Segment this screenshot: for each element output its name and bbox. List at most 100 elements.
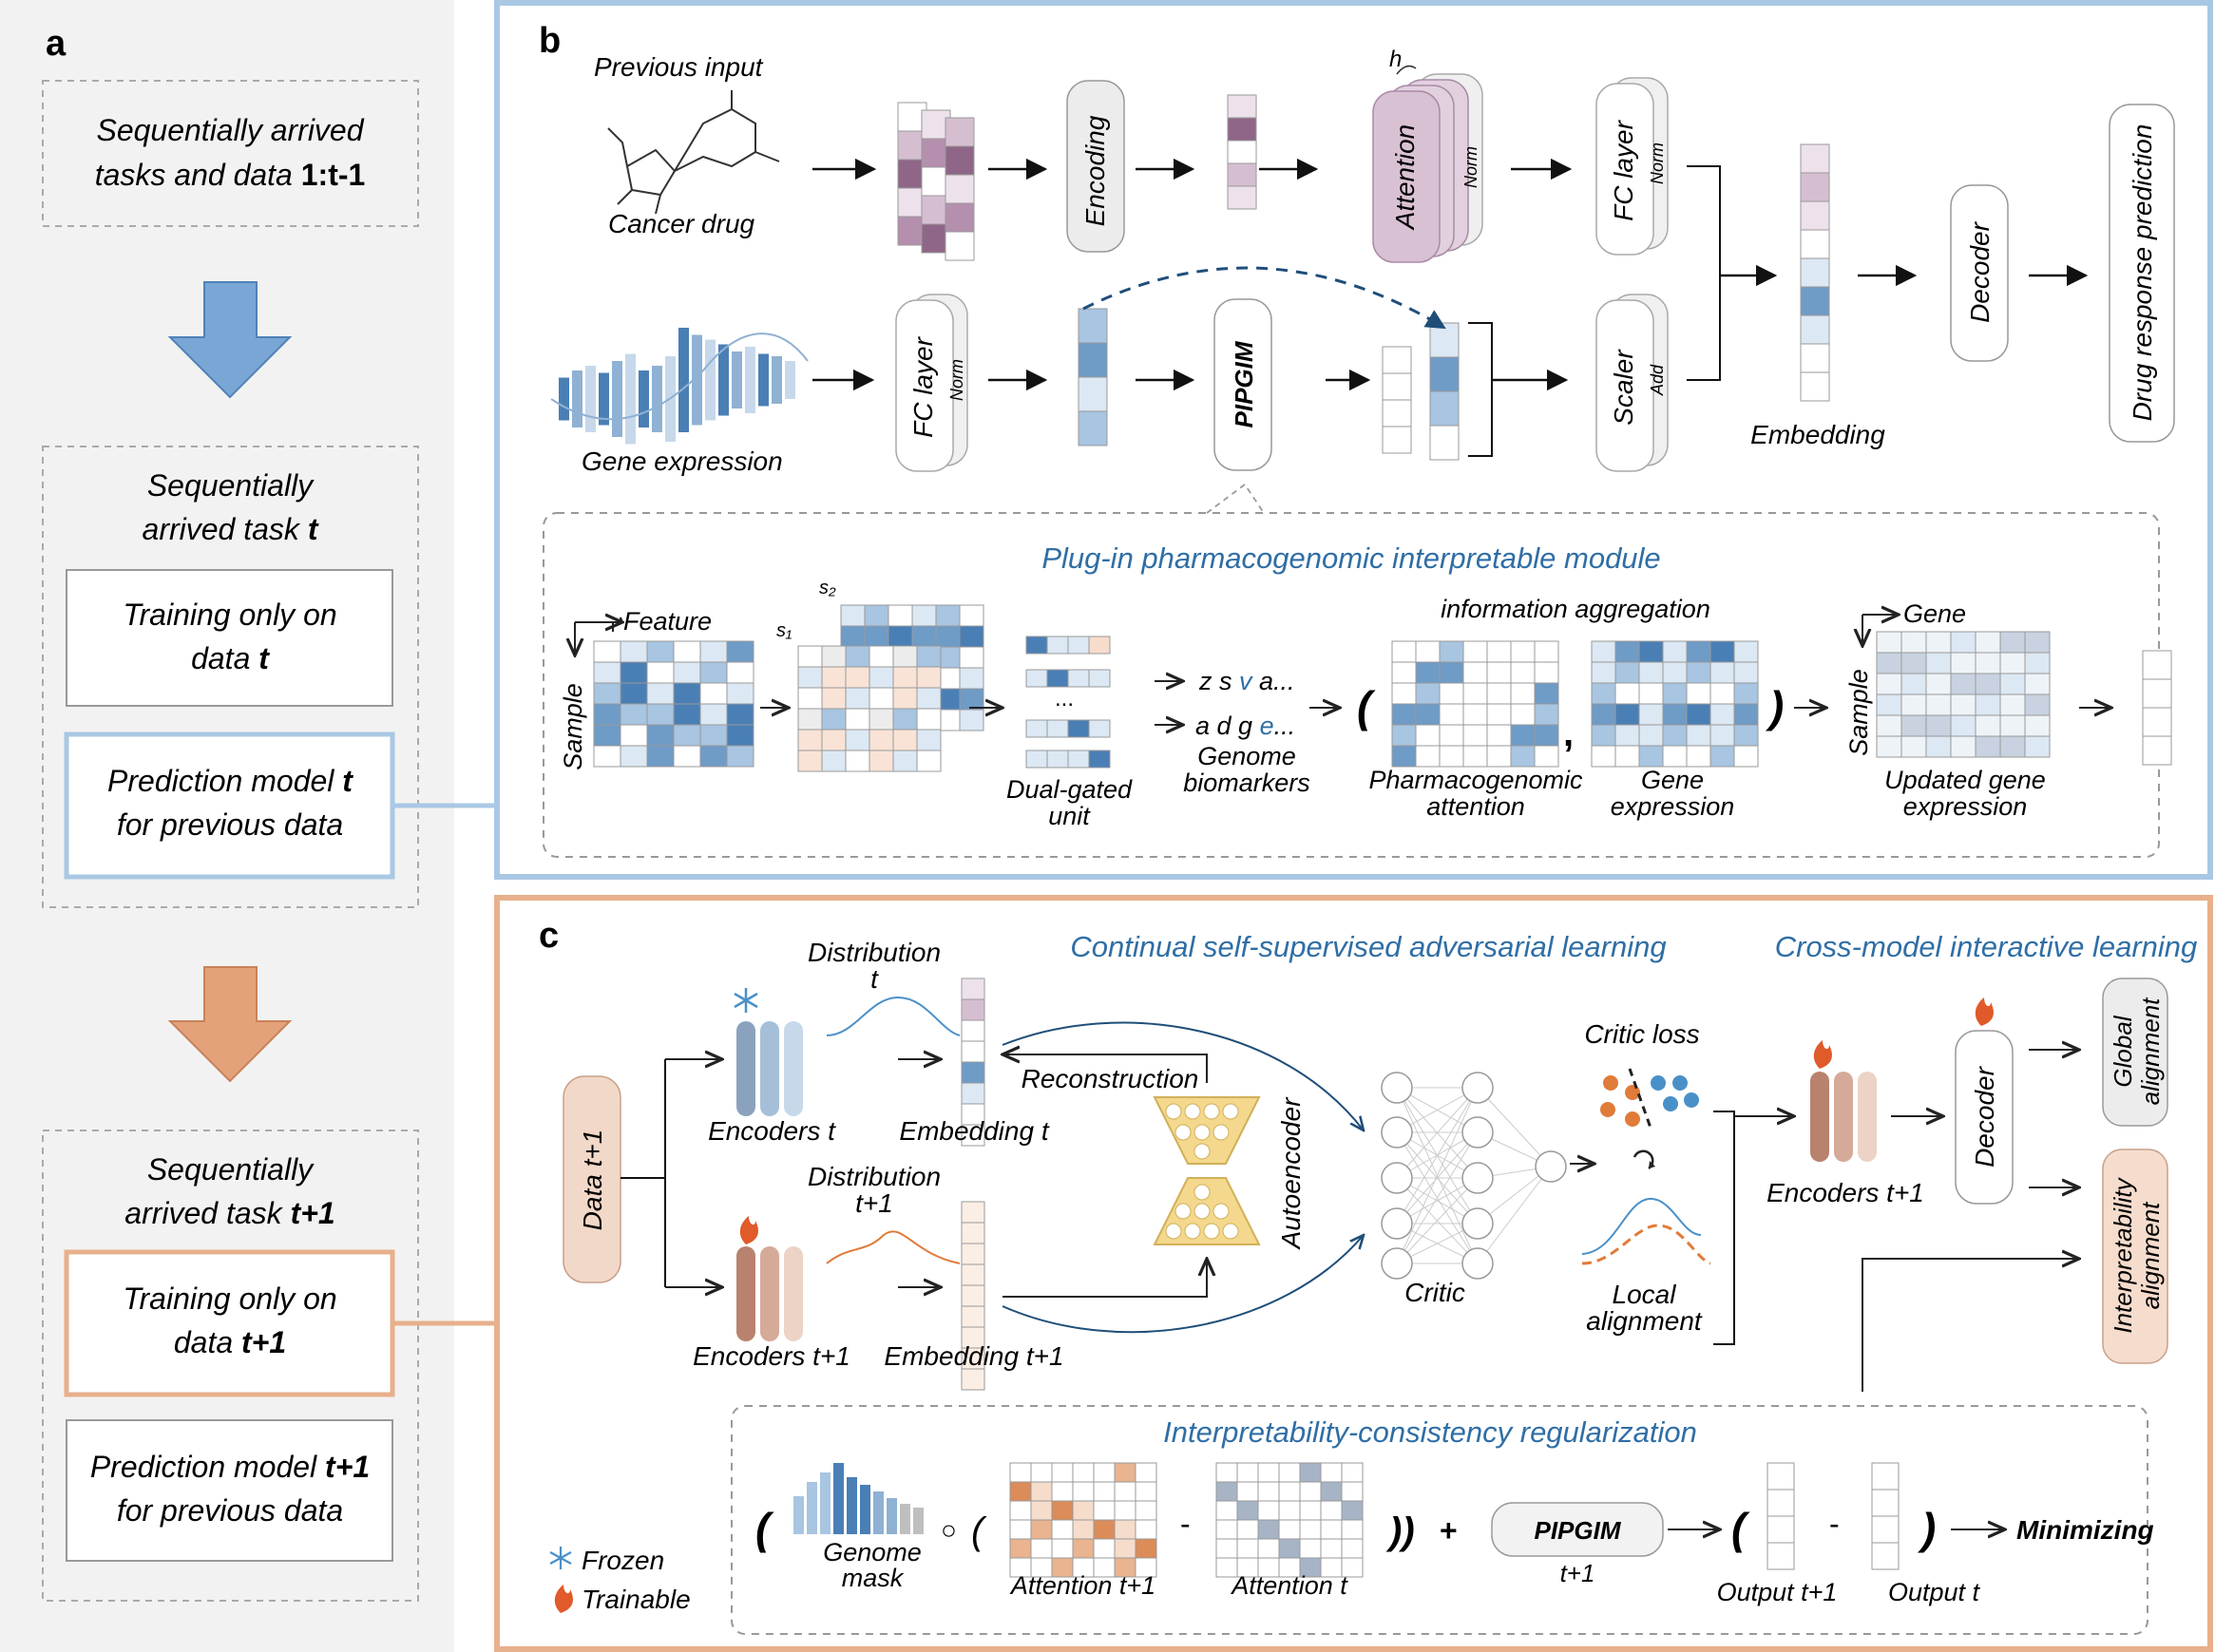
updated-gene-matrix (1876, 631, 2051, 758)
module-pointer (1206, 483, 1265, 514)
module-title: Plug-in pharmacogenomic interpretable mo… (1041, 541, 1660, 575)
reg-paren-open-3: ( (1731, 1504, 1750, 1553)
snowflake-icon (734, 988, 758, 1013)
embedding-t-vector (961, 978, 985, 1147)
s1-matrix (797, 645, 942, 772)
encoders-t-label: Encoders t (708, 1116, 836, 1146)
sequence-2: a d g e... (1195, 712, 1295, 740)
reconstruction-arrow (1002, 1054, 1208, 1083)
encoding-label: Encoding (1080, 115, 1110, 226)
pipgim-block-c (1491, 1502, 1664, 1557)
previous-input-label: Previous input (594, 52, 764, 82)
autoencoder-label: Autoencoder (1276, 1096, 1306, 1250)
decoder-label-b: Decoder (1965, 220, 1995, 323)
sequence-1: z s v a... (1198, 667, 1295, 695)
regularization-title: Interpretability-consistency regularizat… (1163, 1415, 1697, 1449)
drug-molecule-icon (607, 90, 780, 215)
gene-expression-wave-icon (550, 328, 809, 445)
panel-b-letter: b (539, 21, 561, 61)
decoder-block-c (1955, 1030, 2014, 1205)
training-t1-line2: data t+1 (174, 1325, 286, 1359)
drug-response-block (2109, 104, 2175, 443)
updated-label-2: expression (1903, 792, 2028, 821)
paren-close-b: ) (1765, 682, 1784, 731)
prediction-t-line2: for previous data (117, 807, 343, 842)
minus-2: - (1829, 1507, 1840, 1541)
local-alignment-curve-t (1581, 1197, 1702, 1255)
training-t-line2: data t (191, 641, 270, 675)
gene-label: Gene (1903, 599, 1966, 628)
dist-t-label-1: Distribution (808, 938, 941, 967)
encoding-block (1066, 80, 1125, 253)
panel-a-letter: a (46, 24, 67, 64)
regularization-feedback-arrow (1862, 1259, 2079, 1392)
scaler-label: Scaler (1609, 349, 1638, 426)
interp-label-2: alignment (2136, 1201, 2165, 1310)
info-agg-label: information aggregation (1441, 595, 1710, 623)
decoder-block-b (1950, 184, 2009, 362)
global-label-2: alignment (2136, 997, 2165, 1106)
gene-vector-3 (1429, 322, 1460, 461)
s2-label: s₂ (819, 578, 836, 598)
dist-t1-label-2: t+1 (855, 1188, 893, 1218)
pipgim-label: PIPGIM (1230, 340, 1258, 427)
fc-layer-bottom-label: FC layer (908, 335, 938, 437)
attention-t1-label: Attention t+1 (1009, 1571, 1155, 1600)
past-tasks-box (42, 80, 419, 227)
sample-label: Sample (559, 683, 587, 770)
feature-label: Feature (623, 607, 712, 636)
local-label-2: alignment (1586, 1306, 1703, 1336)
reg-paren-close-3: ) (1917, 1504, 1936, 1553)
dual-gated-ellipsis: ... (1055, 686, 1074, 712)
head-count-label: h (1389, 47, 1402, 72)
bracket-b1 (1468, 322, 1493, 457)
cancer-drug-label: Cancer drug (608, 209, 755, 238)
genome-label-2: biomarkers (1183, 769, 1310, 797)
task-t-box (42, 446, 419, 908)
pipgim-c-label: PIPGIM (1534, 1516, 1621, 1545)
prediction-t1-box (66, 1419, 393, 1562)
task-t1-box (42, 1130, 419, 1602)
pharmaco-label-1: Pharmacogenomic (1368, 766, 1583, 794)
flame-icon (739, 1216, 758, 1244)
genome-mask-label-2: mask (842, 1564, 905, 1592)
pharmaco-label-2: attention (1426, 792, 1525, 821)
reconstruction-label: Reconstruction (1022, 1064, 1199, 1093)
skip-connection-arrow (1082, 266, 1446, 330)
pharmacogenomic-attention-matrix (1391, 640, 1559, 768)
prediction-t1-line2: for previous data (117, 1493, 343, 1528)
flame-icon-2 (1813, 1040, 1832, 1069)
scaler-add-label: Add (1648, 364, 1667, 396)
fc-top-norm-label: Norm (1648, 142, 1667, 184)
critic-label: Critic (1404, 1278, 1465, 1307)
plus-sign: + (1440, 1513, 1458, 1548)
s1-label: s₁ (776, 620, 792, 641)
panel-c: c Continual self-supervised adversarial … (494, 895, 2213, 1652)
dual-gated-label-2: unit (1048, 802, 1091, 830)
interpretability-alignment-block (2102, 1149, 2168, 1364)
title-cross-model: Cross-model interactive learning (1775, 930, 2198, 963)
bracket-c1 (1713, 1111, 1735, 1345)
reg-paren-close-2: )) (1385, 1510, 1415, 1552)
encoders-t1-right-label: Encoders t+1 (1766, 1178, 1924, 1207)
head-brace (1396, 65, 1417, 75)
sample-label-2: Sample (1844, 669, 1873, 756)
global-label-1: Global (2109, 1015, 2137, 1087)
down-arrow-blue-icon (167, 281, 293, 399)
task-t1-line2: arrived task t+1 (124, 1196, 334, 1230)
feature-matrix (593, 640, 754, 768)
embedding-t1-label: Embedding t+1 (884, 1341, 1063, 1371)
panel-b: b Previous input Cancer drug Gene expres… (494, 0, 2213, 880)
training-t-line1: Training only on (123, 598, 336, 632)
training-t1-line1: Training only on (123, 1282, 336, 1316)
fc-layer-top-label: FC layer (1609, 119, 1638, 220)
reg-paren-open: ( (755, 1504, 774, 1553)
encoders-t1-icon (736, 1246, 803, 1341)
pipgim-c-t1: t+1 (1560, 1559, 1595, 1587)
attention-t-label: Attention t (1230, 1571, 1348, 1600)
data-t1-label: Data t+1 (578, 1130, 607, 1231)
gene-vector-1 (1078, 308, 1108, 446)
attention-block (1372, 73, 1483, 263)
